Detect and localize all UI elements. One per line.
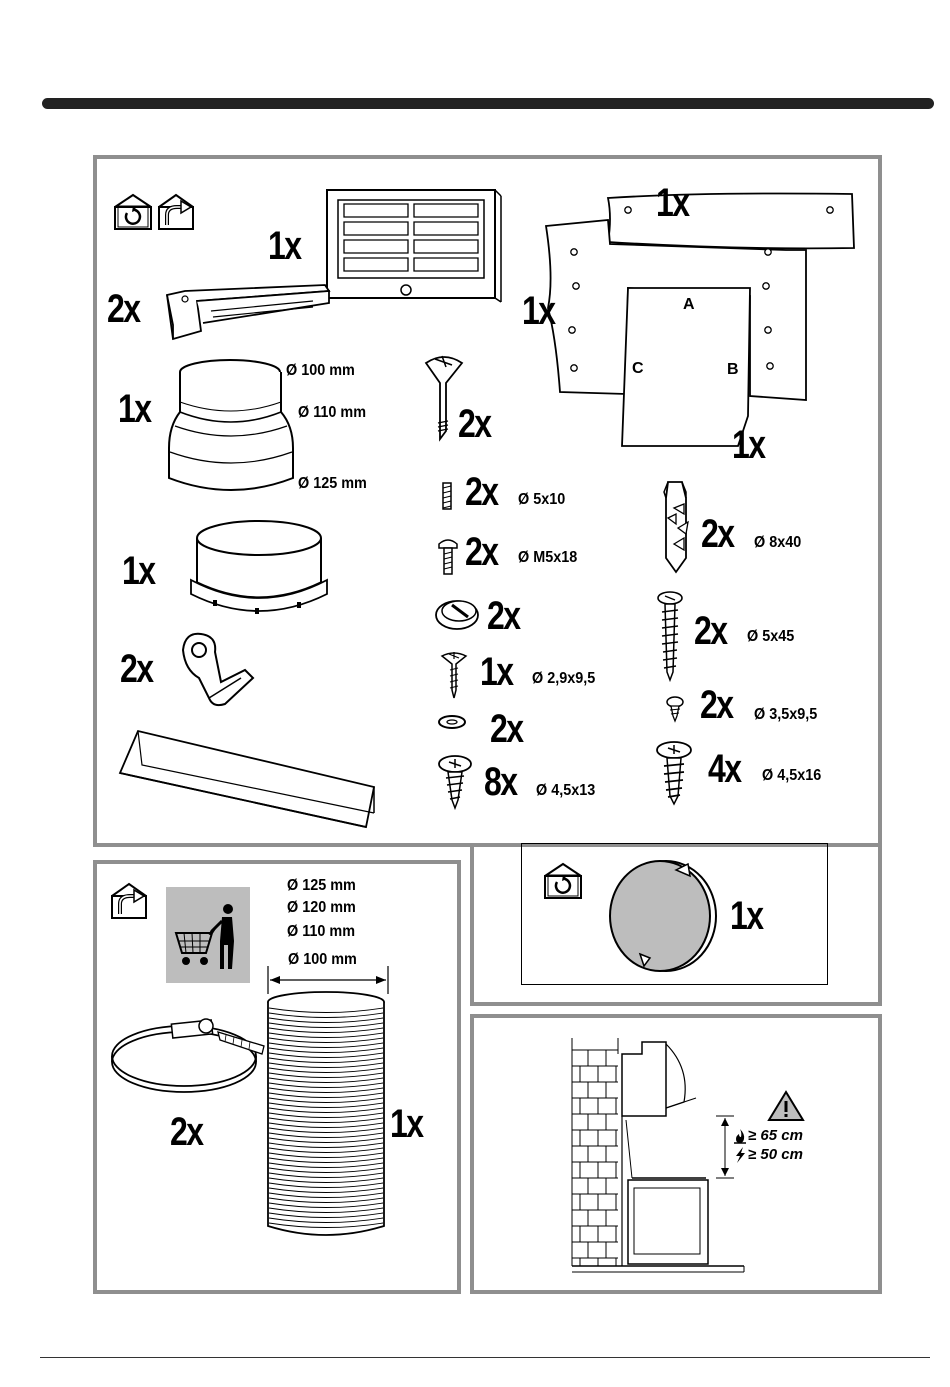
long-wood-screw-icon	[655, 590, 685, 682]
mounting-template-illustration	[540, 188, 858, 460]
filter-quantity: 1x	[730, 896, 762, 936]
grille-quantity: 1x	[268, 226, 300, 266]
template-mid-quantity: 1x	[522, 291, 554, 331]
gas-distance-label: ≥ 65 cm	[748, 1128, 803, 1143]
screw-2-dim: Ø M5x18	[518, 550, 577, 566]
installation-diagram	[566, 1038, 756, 1274]
hose-quantity: 1x	[390, 1104, 422, 1144]
warning-triangle-icon	[767, 1090, 805, 1122]
template-letter-b: B	[727, 362, 739, 378]
lightning-icon	[733, 1146, 747, 1164]
reducer-dim-110: Ø 110 mm	[298, 405, 366, 421]
washer-icon	[437, 714, 467, 730]
machine-screw-icon	[437, 536, 459, 576]
template-letter-a: A	[683, 297, 695, 313]
wall-plug-icon	[654, 478, 696, 574]
flexible-hose-illustration	[265, 990, 387, 1238]
right-screw-1-dim: Ø 8x40	[754, 535, 801, 551]
right-screw-4-dim: Ø 4,5x16	[762, 768, 821, 784]
carbon-filter-illustration	[608, 858, 718, 974]
short-screw-icon	[665, 696, 685, 722]
bracket-quantity: 2x	[107, 289, 139, 329]
clip-illustration	[179, 630, 259, 710]
small-wood-screw-icon	[440, 650, 468, 700]
screw-1-dim: Ø 5x10	[518, 492, 565, 508]
screw-6-quantity: 8x	[484, 762, 516, 802]
extraction-mode-icon	[110, 880, 150, 920]
extraction-mode-icon	[157, 191, 197, 231]
right-screw-1-quantity: 2x	[701, 514, 733, 554]
ring-quantity: 1x	[122, 551, 154, 591]
knob-icon	[434, 597, 480, 631]
purchase-separately-badge	[166, 887, 250, 983]
right-screw-3-quantity: 2x	[700, 685, 732, 725]
clip-quantity: 2x	[120, 649, 152, 689]
screw-1-quantity: 2x	[465, 472, 497, 512]
screw-4-dim: Ø 2,9x9,5	[532, 671, 595, 687]
shopping-cart-icon	[172, 901, 246, 973]
recirculation-mode-icon	[113, 193, 153, 231]
screw-5-quantity: 2x	[490, 709, 522, 749]
ring-illustration	[185, 516, 333, 626]
footer-rule	[40, 1357, 930, 1358]
reducer-dim-125: Ø 125 mm	[298, 476, 367, 492]
electric-distance-label: ≥ 50 cm	[748, 1147, 803, 1162]
bracket-illustration	[163, 283, 333, 345]
screw-6-dim: Ø 4,5x13	[536, 783, 595, 799]
grille-illustration	[326, 186, 502, 304]
duct-dim-125: Ø 125 mm	[287, 878, 356, 894]
screw-3-quantity: 2x	[487, 596, 519, 636]
recirculation-mode-icon	[543, 862, 583, 900]
screw-4-quantity: 1x	[480, 652, 512, 692]
pan-head-screw-icon	[654, 740, 694, 806]
angle-strip-illustration	[118, 727, 378, 831]
header-rule	[42, 98, 934, 109]
duct-dim-110: Ø 110 mm	[287, 924, 355, 940]
template-top-quantity: 1x	[656, 183, 688, 223]
self-tapping-screw-icon	[436, 754, 474, 810]
right-screw-3-dim: Ø 3,5x9,5	[754, 707, 817, 723]
reducer-illustration	[165, 356, 297, 506]
template-bottom-quantity: 1x	[732, 425, 764, 465]
right-screw-2-dim: Ø 5x45	[747, 629, 794, 645]
reducer-dim-100: Ø 100 mm	[286, 363, 355, 379]
right-screw-4-quantity: 4x	[708, 749, 740, 789]
right-screw-2-quantity: 2x	[694, 611, 726, 651]
template-letter-c: C	[632, 361, 644, 377]
hose-clamp-illustration	[108, 1010, 266, 1098]
grub-screw-icon	[440, 481, 454, 511]
screw-2-quantity: 2x	[465, 532, 497, 572]
bolt-quantity: 2x	[458, 404, 490, 444]
reducer-quantity: 1x	[118, 389, 150, 429]
clamp-quantity: 2x	[170, 1112, 202, 1152]
duct-dim-120: Ø 120 mm	[287, 900, 356, 916]
flame-icon	[733, 1128, 747, 1144]
